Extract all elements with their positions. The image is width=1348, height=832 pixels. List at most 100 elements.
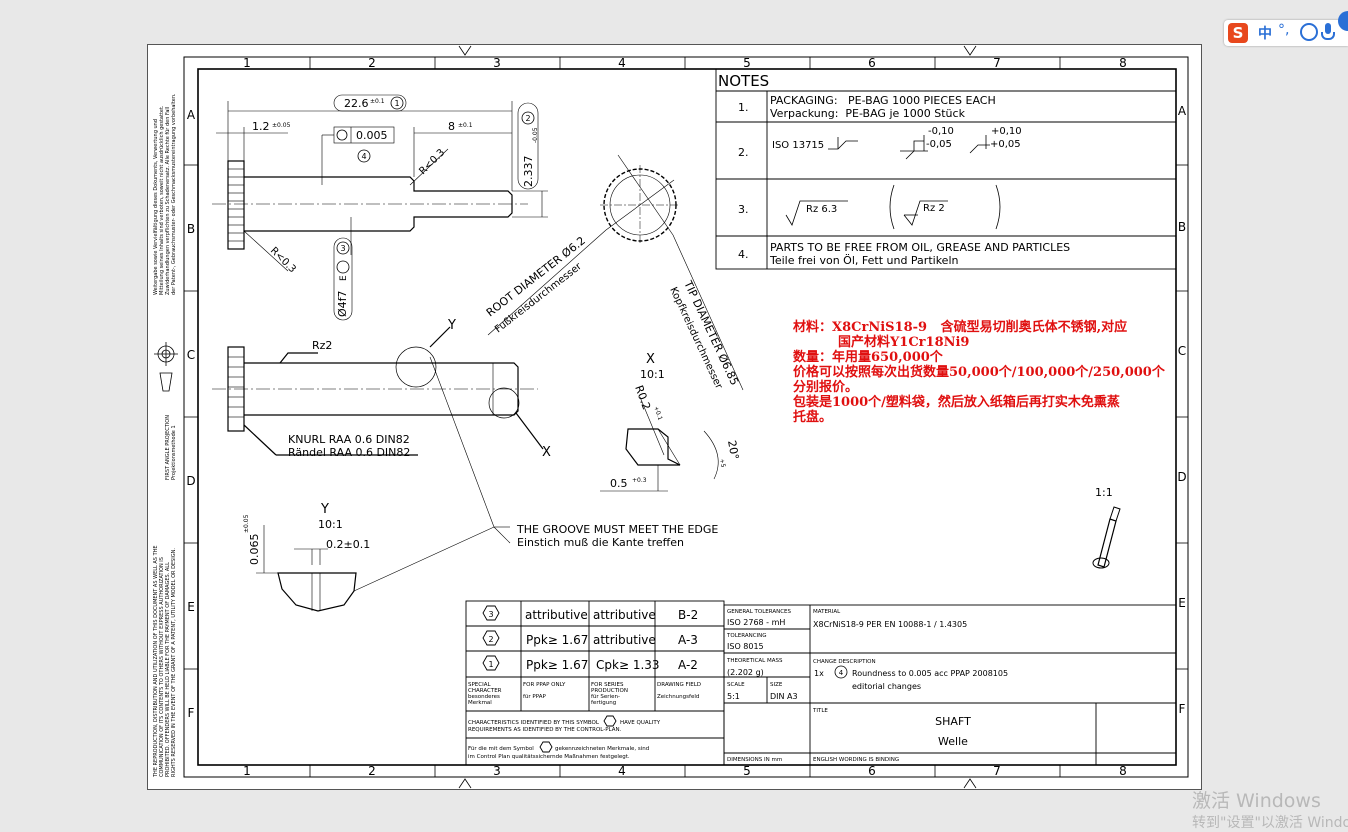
title-label: TITLE — [812, 708, 828, 714]
roundness-ref: 4 — [361, 152, 366, 161]
ime-mode-toggle[interactable]: 中 — [1258, 26, 1272, 42]
col-label-3-bottom: 3 — [493, 764, 501, 778]
ime-punctuation-toggle[interactable]: °, — [1278, 22, 1290, 38]
grid-ticks — [184, 57, 1188, 777]
mark-3: 3 — [340, 244, 345, 253]
row-label-b-right: B — [1178, 220, 1186, 234]
cn-note-6: 包装是1000个/塑料袋，然后放入纸箱后再打实木免熏蒸 — [793, 394, 1120, 410]
mark-1: 1 — [394, 99, 399, 108]
col-label-7: 7 — [993, 56, 1001, 70]
change-label: CHANGE DESCRIPTION — [813, 659, 876, 665]
margin-en-1: THE REPRODUCTION, DISTRIBUTION AND UTILI… — [153, 545, 159, 778]
ime-toolbar[interactable]: S 中 °, — [1224, 11, 1348, 46]
char-h1-1: CHARACTER — [468, 688, 502, 694]
microphone-icon[interactable] — [1325, 23, 1331, 34]
dim-small-dia: 2.337 — [522, 156, 535, 188]
detail-x-radius-tol: +0.1 — [652, 405, 664, 421]
projection-de: Projektionsmethode 1 — [171, 425, 177, 480]
row-label-c: C — [187, 348, 195, 362]
row-label-f-right: F — [1179, 702, 1186, 716]
title-de: Welle — [938, 735, 968, 748]
detail-y-width: 0.2±0.1 — [326, 538, 370, 551]
detail-x-angle: 20° — [725, 439, 741, 460]
note-1-line-1: PACKAGING: PE-BAG 1000 PIECES EACH — [770, 94, 996, 107]
groove-note-en: THE GROOVE MUST MEET THE EDGE — [516, 523, 718, 536]
col-label-7-bottom: 7 — [993, 764, 1001, 778]
title-en: SHAFT — [935, 715, 971, 728]
tolerancing-label: TOLERANCING — [726, 633, 767, 639]
col-label-3: 3 — [493, 56, 501, 70]
char-row-3-c2: Cpk≥ 1.33 — [596, 658, 660, 672]
detail-x-scale: 10:1 — [640, 368, 665, 381]
dim-shaft-dia: Ø4f7 — [336, 290, 349, 317]
char-h2-0: FOR PPAP ONLY — [523, 682, 566, 688]
surface-symbols — [785, 184, 1001, 230]
notes-header: NOTES — [718, 72, 769, 90]
note-2-c-bot: +0,05 — [990, 139, 1021, 150]
roundness-value: 0.005 — [356, 129, 388, 142]
cn-note-7: 托盘。 — [793, 409, 832, 425]
technical-drawing: 1 2 3 4 5 6 7 8 1 2 3 4 5 6 7 8 A B C D … — [153, 45, 1189, 789]
knurl-en: KNURL RAA 0.6 DIN82 — [288, 433, 410, 446]
char-h2-2: für PPAP — [523, 694, 546, 700]
margin-en-3: PROHIBITED. OFFENDERS WILL BE HELD LIABL… — [165, 562, 171, 777]
note-2-b-top: -0,10 — [928, 126, 954, 137]
margin-de-2: Mitteilung seines Inhalts sind verboten,… — [159, 105, 165, 295]
detail-y-callout: Y — [447, 318, 456, 333]
char-row-1-c1: attributive — [525, 608, 588, 622]
mass-label: THEORETICAL MASS — [726, 658, 783, 664]
note-3-num: 3. — [738, 203, 749, 216]
gen-tol-value: ISO 2768 - mH — [727, 618, 785, 627]
gear-section — [487, 154, 744, 391]
sogou-logo-icon[interactable]: S — [1228, 23, 1248, 43]
col-label-6: 6 — [868, 56, 876, 70]
char-row-1-c2: attributive — [593, 608, 656, 622]
char-row-1-c3: B-2 — [678, 608, 698, 622]
char-h1-3: Merkmal — [468, 700, 492, 706]
row-label-d: D — [186, 474, 195, 488]
note-2-c-top: +0,10 — [991, 126, 1022, 137]
dims-unit-label: DIMENSIONS IN mm — [727, 757, 782, 763]
iso-scale: 1:1 — [1095, 486, 1113, 499]
char-row-2-c2: attributive — [593, 633, 656, 647]
char-row-2-c1: Ppk≥ 1.67 — [526, 633, 588, 647]
note-4-num: 4. — [738, 248, 749, 261]
char-h3-1: PRODUCTION — [591, 688, 628, 694]
char-foot-en-2: HAVE QUALITY — [620, 720, 661, 726]
detail-x-title: X — [646, 352, 655, 367]
microphone-stand-icon — [1321, 32, 1335, 40]
row-label-c-right: C — [1178, 344, 1186, 358]
note-2-num: 2. — [738, 146, 749, 159]
cn-note-4: 价格可以按照每次出货数量50,000个/100,000个/250,000个 — [793, 364, 1166, 380]
dimension-lines-top — [216, 94, 548, 321]
cn-note-3: 数量：年用量650,000个 — [793, 349, 944, 365]
user-avatar-icon[interactable] — [1338, 11, 1348, 31]
notes-table — [715, 68, 1177, 270]
scale-label: SCALE — [727, 682, 745, 688]
note-4-line-1: PARTS TO BE FREE FROM OIL, GREASE AND PA… — [770, 241, 1070, 254]
cn-note-5: 分别报价。 — [793, 379, 858, 395]
title-block — [723, 604, 1177, 766]
note-2-iso: ISO 13715 — [772, 140, 824, 151]
char-row-3-c3: A-2 — [678, 658, 698, 672]
dim-right-tol: ±0.1 — [458, 122, 473, 129]
note-3-rz1: Rz 6.3 — [806, 204, 837, 215]
row-label-a-right: A — [1178, 104, 1187, 118]
margin-de-4: der Patent-, Gebrauchsmuster- oder Gesch… — [171, 93, 177, 295]
dim-left-tol: ±0.05 — [272, 122, 291, 129]
isometric-view — [1092, 506, 1121, 569]
change-ref-circle — [834, 665, 848, 679]
margin-de-3: Zuwiderhandlungen verpflichten zu Schade… — [165, 107, 171, 295]
scale-value: 5:1 — [727, 692, 740, 701]
change-index: 1x — [814, 669, 824, 678]
material-value: X8CrNiS18-9 PER EN 10088-1 / 1.4305 — [813, 620, 967, 629]
size-value: DIN A3 — [770, 692, 798, 701]
detail-x-angle-tol: +5 — [718, 458, 726, 468]
char-h3-2: für Serien- — [591, 694, 620, 700]
char-foot-de-1: Für die mit dem Symbol — [468, 746, 534, 752]
row-label-b: B — [187, 222, 195, 236]
drawing-sheet: 1 2 3 4 5 6 7 8 1 2 3 4 5 6 7 8 A B C D … — [147, 44, 1202, 790]
note-4-line-2: Teile frei von Öl, Fett und Partikeln — [769, 254, 958, 267]
emoji-icon[interactable] — [1300, 23, 1318, 41]
char-h1-0: SPECIAL — [468, 682, 492, 688]
